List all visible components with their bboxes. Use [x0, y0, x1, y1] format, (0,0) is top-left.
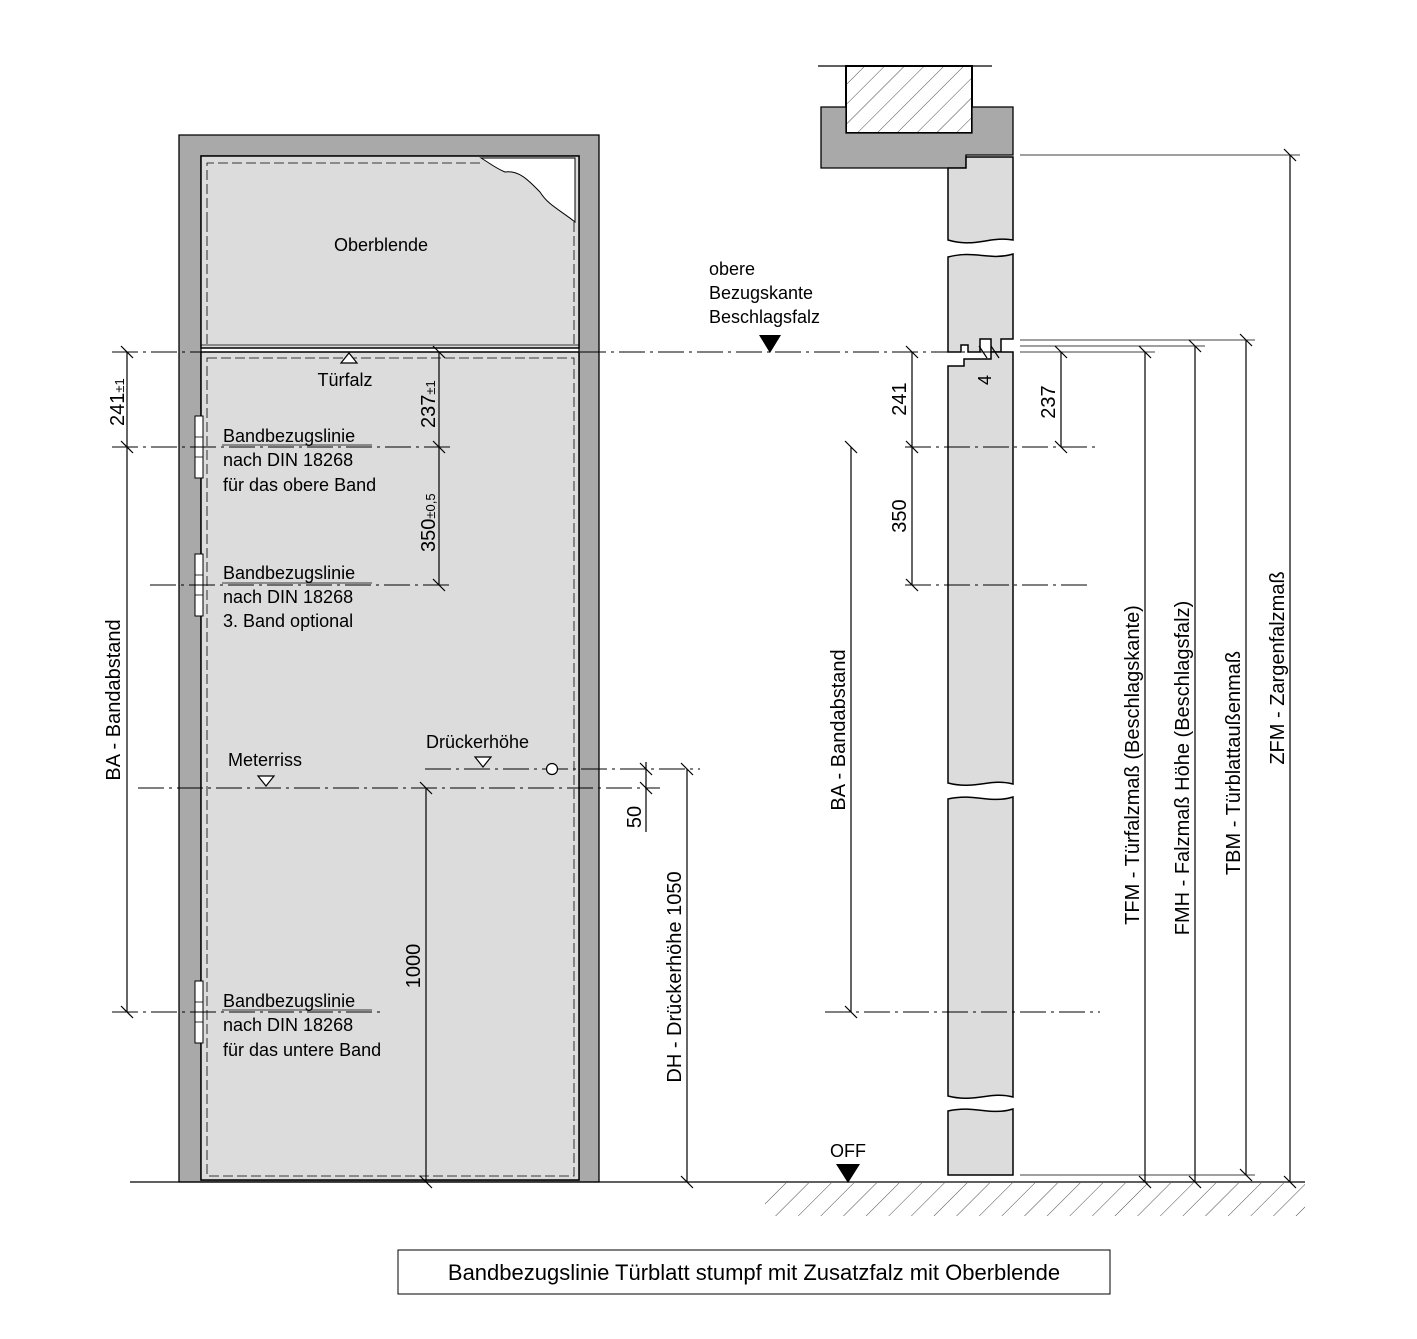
svg-text:Beschlagsfalz: Beschlagsfalz: [709, 307, 820, 327]
dim-237-right: 237: [1038, 345, 1068, 454]
dim-ba-left: BA - Bandabstand: [103, 447, 134, 1019]
leaf-section-mid[interactable]: [947, 795, 1014, 1100]
transom-frame-profile: [820, 106, 1014, 169]
off-label: OFF: [830, 1141, 866, 1161]
svg-text:237: 237: [1038, 385, 1060, 418]
svg-text:350: 350: [889, 499, 911, 532]
drueckerhoehe-marker-icon: [473, 756, 493, 768]
svg-text:nach DIN 18268: nach DIN 18268: [223, 450, 353, 470]
svg-text:50: 50: [624, 806, 646, 828]
caption-box: Bandbezugslinie Türblatt stumpf mit Zusa…: [397, 1249, 1111, 1295]
front-elevation: Oberblende Türfalz Bandbezugslinie nach …: [103, 134, 1305, 1189]
leaf-rebate-outline: [206, 357, 575, 1177]
leaf-section-top[interactable]: [947, 351, 1014, 787]
svg-text:4: 4: [975, 375, 995, 385]
svg-text:Bandbezugslinie: Bandbezugslinie: [223, 991, 355, 1011]
svg-text:FMH - Falzmaß Höhe (Beschlagsf: FMH - Falzmaß Höhe (Beschlagsfalz): [1172, 601, 1194, 936]
transom-rebate-line: [206, 162, 481, 222]
svg-text:TFM - Türfalzmaß (Beschlagskan: TFM - Türfalzmaß (Beschlagskante): [1122, 605, 1144, 925]
section-view: OFF 4 241 350: [765, 65, 1305, 1216]
svg-text:241±1: 241±1: [107, 378, 129, 426]
dim-dh: DH - Drückerhöhe 1050: [664, 762, 694, 1189]
svg-text:für das obere Band: für das obere Band: [223, 475, 376, 495]
svg-text:obere: obere: [709, 259, 755, 279]
tuerfalz-marker-icon: [339, 352, 359, 364]
svg-text:ZFM - Zargenfalzmaß: ZFM - Zargenfalzmaß: [1267, 571, 1289, 764]
floor-hatch: [765, 1183, 1305, 1216]
transom-panel: [200, 155, 580, 349]
svg-text:Bezugskante: Bezugskante: [709, 283, 813, 303]
dim-ba-right: BA - Bandabstand: [828, 440, 858, 1019]
dim-zfm: ZFM - Zargenfalzmaß: [1267, 148, 1297, 1189]
dim-241-left: 241±1: [107, 345, 134, 454]
wall-lintel: [845, 65, 973, 134]
svg-text:Bandbezugslinie: Bandbezugslinie: [223, 426, 355, 446]
svg-text:TBM - Türblattaußenmaß: TBM - Türblattaußenmaß: [1223, 651, 1245, 875]
svg-text:350±0,5: 350±0,5: [418, 493, 440, 552]
handle-icon[interactable]: [545, 762, 559, 776]
door-leaf: [200, 351, 580, 1181]
caption-text: Bandbezugslinie Türblatt stumpf mit Zusa…: [448, 1260, 1060, 1285]
svg-text:1000: 1000: [403, 944, 425, 989]
obere-bezugskante-label: obere Bezugskante Beschlagsfalz: [709, 259, 820, 327]
dim-50: 50: [624, 762, 653, 832]
dim-tbm: TBM - Türblattaußenmaß: [1223, 333, 1253, 1182]
svg-text:3. Band optional: 3. Band optional: [223, 611, 353, 631]
leaf-section-bottom[interactable]: [947, 1107, 1014, 1176]
dim-350-right: 350: [889, 447, 919, 592]
dim-350-tol: 350±0,5: [418, 447, 446, 592]
svg-text:für das untere Band: für das untere Band: [223, 1040, 381, 1060]
dim-1000: 1000: [403, 781, 433, 1189]
svg-text:DH - Drückerhöhe 1050: DH - Drückerhöhe 1050: [664, 871, 686, 1082]
dim-4: 4: [975, 345, 1000, 385]
meterriss-marker-icon: [256, 775, 276, 787]
dim-tfm: TFM - Türfalzmaß (Beschlagskante): [1122, 345, 1152, 1189]
dim-fmh: FMH - Falzmaß Höhe (Beschlagsfalz): [1172, 339, 1202, 1189]
svg-text:241: 241: [889, 382, 911, 415]
band-mid-label: Bandbezugslinie nach DIN 18268 3. Band o…: [223, 563, 355, 631]
band-top-label: Bandbezugslinie nach DIN 18268 für das o…: [223, 426, 376, 495]
bezugskante-marker-icon: [759, 335, 781, 353]
dim-241-right: 241: [889, 345, 919, 454]
tuerfalz-label: Türfalz: [317, 370, 372, 390]
oberblende-label: Oberblende: [334, 235, 428, 255]
transom-panel-section: [947, 156, 1014, 244]
band-bottom-label: Bandbezugslinie nach DIN 18268 für das u…: [223, 991, 381, 1060]
torn-corner: [479, 157, 576, 224]
off-marker-icon: [836, 1164, 860, 1183]
svg-text:nach DIN 18268: nach DIN 18268: [223, 1015, 353, 1035]
svg-text:237±1: 237±1: [418, 380, 440, 428]
svg-text:BA - Bandabstand: BA - Bandabstand: [828, 649, 850, 810]
meterriss-label: Meterriss: [228, 750, 302, 770]
drueckerhoehe-label: Drückerhöhe: [426, 732, 529, 752]
dim-237-tol: 237±1: [418, 345, 446, 454]
svg-text:BA - Bandabstand: BA - Bandabstand: [103, 619, 125, 780]
transom-panel-section-2: [947, 252, 1014, 353]
svg-text:nach DIN 18268: nach DIN 18268: [223, 587, 353, 607]
svg-text:Bandbezugslinie: Bandbezugslinie: [223, 563, 355, 583]
